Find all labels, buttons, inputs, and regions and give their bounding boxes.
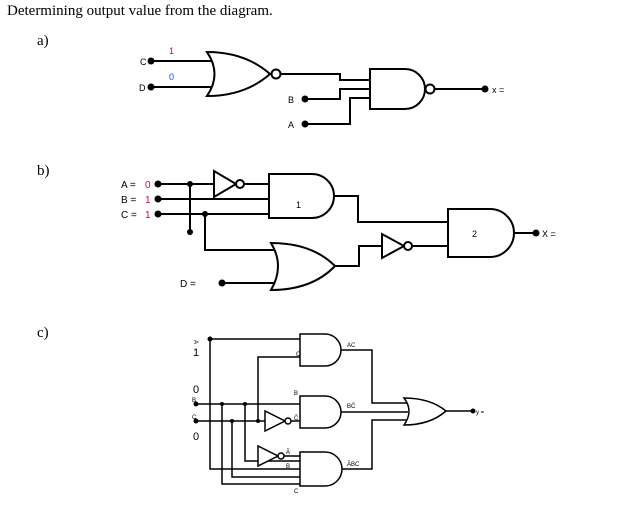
part-c-label: c) bbox=[37, 325, 49, 341]
junction-c-b1 bbox=[243, 402, 247, 406]
label-c-b: B bbox=[192, 398, 196, 404]
wire-a-a bbox=[305, 97, 370, 125]
node-b-c bbox=[154, 210, 162, 218]
label-c-out: y = bbox=[476, 410, 485, 416]
wire-c-c-down bbox=[231, 421, 300, 478]
node-b-a bbox=[154, 180, 162, 188]
and-gate-2 bbox=[447, 208, 515, 258]
value-b-b: 1 bbox=[145, 195, 151, 206]
node-a-b bbox=[301, 95, 309, 103]
label-b-a: A = bbox=[121, 180, 136, 191]
wire-c-a bbox=[209, 339, 300, 470]
and-gate-c2 bbox=[299, 395, 342, 429]
node-b-b bbox=[154, 195, 162, 203]
part-c-circuit bbox=[195, 333, 472, 487]
part-a-label: a) bbox=[37, 33, 49, 49]
node-c-b bbox=[193, 401, 199, 407]
part-b-circuit bbox=[158, 169, 535, 292]
label-c-c: C bbox=[192, 415, 197, 421]
wire-b-a bbox=[158, 183, 191, 232]
wire-b-c bbox=[158, 213, 215, 251]
value-b-c: 1 bbox=[145, 210, 151, 221]
or-gate-b bbox=[269, 241, 337, 292]
nor-gate bbox=[205, 50, 272, 98]
value-b-a: 0 bbox=[145, 180, 151, 191]
label-b-d: D = bbox=[180, 279, 196, 290]
wire-label-cbar: C̄ bbox=[294, 415, 299, 422]
and-gate-c3 bbox=[299, 451, 343, 487]
mark-and-1: 1 bbox=[296, 200, 301, 210]
and-gate-1 bbox=[268, 173, 335, 219]
node-c-c bbox=[193, 418, 199, 424]
wire-c-c-up bbox=[257, 356, 300, 421]
not-gate-c2 bbox=[257, 444, 280, 468]
label-a-a: A bbox=[288, 120, 294, 130]
nand-bubble bbox=[424, 83, 436, 95]
value-c-b: 0 bbox=[193, 384, 199, 396]
not-bubble-b1 bbox=[235, 179, 245, 189]
junction-b-c bbox=[202, 211, 208, 217]
node-b-d bbox=[218, 279, 226, 287]
junction-c-c2 bbox=[256, 419, 260, 423]
not-gate-b1 bbox=[213, 169, 238, 199]
or-gate-c bbox=[402, 397, 448, 426]
value-c-c: 0 bbox=[193, 431, 199, 443]
junction-c-c1 bbox=[230, 419, 234, 423]
not-gate-c1 bbox=[264, 409, 287, 433]
wire-a-b bbox=[305, 88, 370, 100]
label-b-out: X = bbox=[542, 229, 556, 239]
node-b-a-end bbox=[187, 229, 193, 235]
value-c-a: 1 bbox=[193, 347, 199, 359]
node-a-c bbox=[147, 57, 155, 65]
not-gate-b2 bbox=[381, 232, 407, 260]
part-a-circuit bbox=[153, 50, 484, 125]
node-a-d bbox=[147, 83, 155, 91]
nand-gate bbox=[369, 68, 426, 110]
wire-label-c1: C bbox=[296, 352, 301, 358]
term-c2: BC̄ bbox=[347, 403, 356, 410]
wire-b-or-out bbox=[335, 245, 382, 267]
part-b-label: b) bbox=[37, 163, 50, 179]
not-bubble-c2 bbox=[277, 452, 285, 460]
label-a-out: x = bbox=[492, 85, 504, 95]
wire-b-and1-out bbox=[334, 195, 448, 223]
value-a-c: 1 bbox=[169, 46, 174, 56]
label-a-b: B bbox=[288, 95, 294, 105]
node-c-out bbox=[470, 408, 476, 414]
nor-bubble bbox=[270, 68, 282, 80]
wire-label-abar: Ā bbox=[286, 449, 290, 456]
term-c3: ĀBC bbox=[347, 461, 360, 468]
term-c1: AC bbox=[347, 343, 356, 349]
wire-c-b-extra bbox=[221, 404, 300, 485]
value-a-d: 0 bbox=[169, 72, 174, 82]
wire-a-nor-out bbox=[281, 73, 370, 81]
wire-label-c2: C bbox=[294, 489, 299, 495]
label-a-c: C bbox=[140, 57, 147, 67]
label-c-a: A bbox=[192, 340, 198, 344]
wire-label-b1: B bbox=[294, 391, 298, 397]
page-title: Determining output value from the diagra… bbox=[7, 3, 273, 19]
wire-c-b-down bbox=[244, 404, 300, 462]
label-b-c: C = bbox=[121, 210, 137, 221]
wire-label-b2: B bbox=[286, 464, 290, 470]
node-a-a bbox=[301, 120, 309, 128]
junction-c-b2 bbox=[220, 402, 224, 406]
wire-c-t1 bbox=[341, 349, 408, 404]
label-a-d: D bbox=[139, 83, 146, 93]
node-a-out bbox=[481, 85, 489, 93]
mark-and-2: 2 bbox=[472, 229, 477, 239]
junction-b-a bbox=[187, 181, 193, 187]
and-gate-c1 bbox=[299, 333, 342, 367]
label-b-b: B = bbox=[121, 195, 136, 206]
not-bubble-b2 bbox=[403, 241, 413, 251]
junction-c-a bbox=[207, 336, 213, 342]
not-bubble-c1 bbox=[284, 417, 292, 425]
wire-c-t3 bbox=[342, 419, 408, 470]
node-b-out bbox=[532, 229, 540, 237]
